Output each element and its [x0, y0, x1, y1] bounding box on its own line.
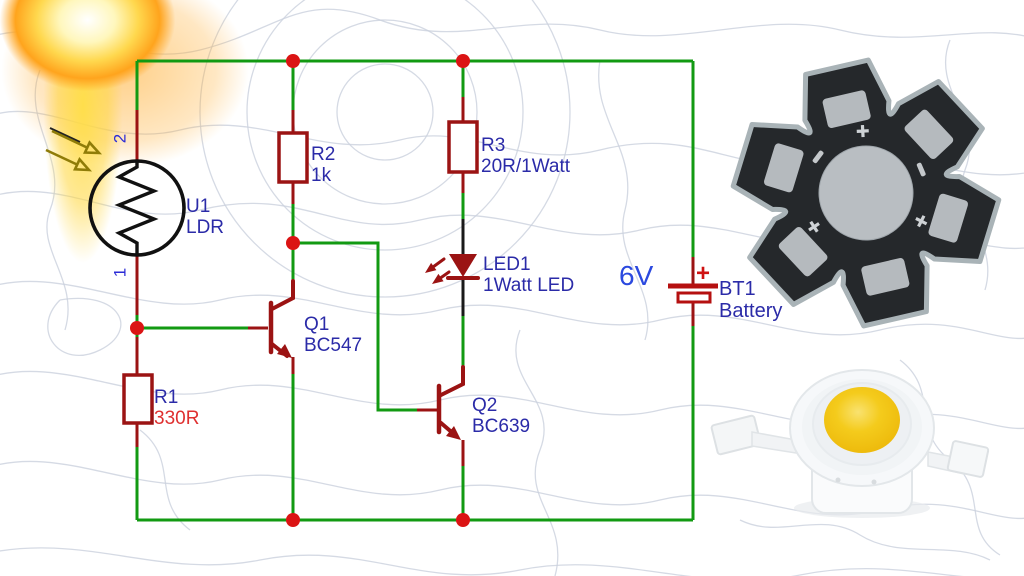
- battery-ref-label: BT1: [719, 278, 756, 300]
- ldr-pin1-label: 1: [110, 267, 130, 278]
- r1-ref-label: R1: [154, 387, 179, 408]
- resistor-r2-symbol: [277, 131, 309, 184]
- ldr-symbol: [45, 127, 186, 257]
- battery-plus-icon: +: [696, 260, 710, 287]
- transistor-q2-symbol: [436, 365, 465, 466]
- light-rays-from-led-icon: [425, 257, 451, 284]
- q1-value-label: BC547: [304, 335, 363, 356]
- q2-value-label: BC639: [472, 416, 531, 437]
- r2-ref-label: R2: [311, 144, 336, 165]
- light-rays-into-ldr-icon: [45, 127, 103, 172]
- led-phosphor-dot: [824, 387, 900, 453]
- resistor-r1-symbol: [122, 373, 154, 425]
- glow-beam: [28, 30, 138, 450]
- star-pcb-photo: [730, 57, 1002, 329]
- r3-value-label: 20R/1Watt: [481, 156, 571, 177]
- power-led-photo: [710, 369, 990, 518]
- ldr-ref-label: U1: [186, 196, 211, 217]
- r1-value-label: 330R: [154, 408, 200, 429]
- ldr-pin2-label: 2: [110, 133, 130, 144]
- transistor-q1-symbol: [268, 279, 295, 374]
- wires-green: [135, 59, 695, 522]
- junction-dots: [130, 54, 470, 527]
- r2-value-label: 1k: [311, 165, 332, 186]
- ldr-value-label: LDR: [186, 217, 225, 238]
- battery-symbol: +: [668, 260, 718, 304]
- q2-ref-label: Q2: [472, 395, 498, 416]
- led-value-label: 1Watt LED: [483, 275, 575, 296]
- wires-red: [135, 97, 695, 447]
- glow-core: [0, 0, 180, 95]
- led-symbol: [425, 254, 480, 284]
- resistor-r3-symbol: [447, 120, 479, 174]
- r3-ref-label: R3: [481, 135, 506, 156]
- battery-name-label: Battery: [719, 300, 783, 322]
- q1-ref-label: Q1: [304, 314, 330, 335]
- battery-voltage-label: 6V: [619, 260, 654, 291]
- led-ref-label: LED1: [483, 254, 531, 275]
